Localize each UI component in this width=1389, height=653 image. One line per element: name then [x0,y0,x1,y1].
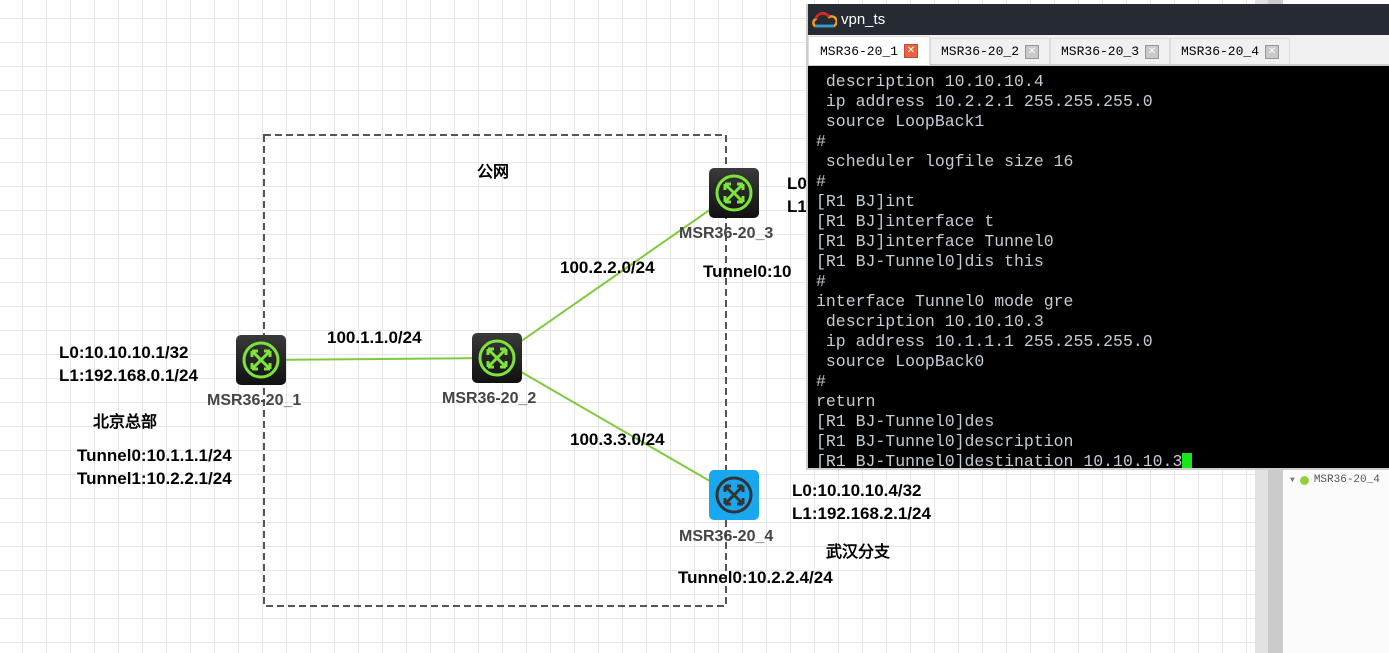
router-msr36-20-2[interactable] [472,333,522,383]
r1-site-label: 北京总部 [93,412,158,431]
terminal-line: description 10.10.10.4 [816,72,1044,91]
terminal-line: # [816,132,826,151]
tab-msr36-20-3[interactable]: MSR36-20_3 ✕ [1050,38,1170,64]
router-msr36-20-4[interactable] [709,470,759,520]
terminal-line: # [816,372,826,391]
terminal-titlebar[interactable]: vpn_ts [808,4,1389,35]
terminal-line: [R1 BJ]interface t [816,212,995,231]
r1-tunnel0: Tunnel0:10.1.1.1/24 [77,446,232,465]
tab-label: MSR36-20_4 [1180,44,1259,59]
r1-loopback1: L1:192.168.0.1/24 [59,366,198,385]
link-r2-r4[interactable] [496,357,735,496]
link-label: 100.2.2.0/24 [560,258,655,277]
tab-label: MSR36-20_2 [940,44,1019,59]
tab-msr36-20-4[interactable]: MSR36-20_4 ✕ [1170,38,1290,64]
cloud-logo-icon [812,11,837,27]
close-icon[interactable]: ✕ [904,44,918,58]
router-icon [478,339,516,377]
terminal-line: [R1 BJ]int [816,192,916,211]
tab-msr36-20-2[interactable]: MSR36-20_2 ✕ [930,38,1050,64]
link-r1-r2[interactable] [260,357,498,361]
r4-site-label: 武汉分支 [826,542,891,561]
terminal-line: [R1 BJ]interface Tunnel0 [816,232,1054,251]
terminal-output[interactable]: description 10.10.10.4 ip address 10.2.2… [816,72,1386,468]
terminal-line: source LoopBack0 [816,352,985,371]
public-network-label: 公网 [477,162,510,181]
tab-label: MSR36-20_1 [819,43,898,59]
terminal-line: source LoopBack1 [816,112,985,131]
tab-msr36-20-1[interactable]: MSR36-20_1 ✕ [808,36,930,65]
terminal-line: ip address 10.1.1.1 255.255.255.0 [816,332,1153,351]
device-label: MSR36-20_3 [679,225,774,242]
terminal-line: [R1 BJ-Tunnel0]dis this [816,252,1044,271]
r4-loopback1: L1:192.168.2.1/24 [792,504,931,523]
device-list-item-label: MSR36-20_4 [1313,474,1380,486]
link-r2-r3[interactable] [496,192,735,359]
terminal-window: vpn_ts MSR36-20_1 ✕ MSR36-20_2 ✕ MSR36-20_… [806,4,1389,470]
router-icon [715,174,753,212]
terminal-line: [R1 BJ-Tunnel0]destination 10.10.10.3 [816,452,1386,468]
r3-loopback0: L0 [787,174,807,193]
device-label: MSR36-20_2 [442,390,537,407]
close-icon[interactable]: ✕ [1265,44,1279,59]
r1-loopback0: L0:10.10.10.1/32 [59,343,189,362]
r3-loopback1: L1 [787,197,807,216]
router-msr36-20-3[interactable] [709,168,759,218]
close-icon[interactable]: ✕ [1025,44,1039,59]
device-label: MSR36-20_1 [207,392,302,409]
router-msr36-20-1[interactable] [236,335,286,385]
terminal-line: return [816,392,876,411]
device-label: MSR36-20_4 [679,528,774,545]
device-list-item[interactable]: ▼ MSR36-20_4 [1290,474,1380,486]
terminal-line: interface Tunnel0 mode gre [816,292,1074,311]
close-icon[interactable]: ✕ [1145,44,1159,59]
window-title: vpn_ts [841,11,886,28]
router-icon [242,341,280,379]
r3-tunnel0: Tunnel0:10 [703,262,792,281]
expand-arrow-icon[interactable]: ▼ [1290,475,1295,485]
link-label: 100.3.3.0/24 [570,430,665,449]
terminal-line: ip address 10.2.2.1 255.255.255.0 [816,92,1153,111]
terminal-line: [R1 BJ-Tunnel0]description [816,432,1074,451]
session-tabs: MSR36-20_1 ✕ MSR36-20_2 ✕ MSR36-20_3 ✕ MSR3… [808,35,1389,66]
terminal-line: description 10.10.10.3 [816,312,1044,331]
tab-label: MSR36-20_3 [1060,44,1139,59]
terminal-line: # [816,172,826,191]
router-icon [715,476,753,514]
r4-tunnel0: Tunnel0:10.2.2.4/24 [678,568,833,587]
terminal-cursor [1182,453,1193,468]
terminal-line: scheduler logfile size 16 [816,152,1074,171]
r4-loopback0: L0:10.10.10.4/32 [792,481,922,500]
status-online-icon [1299,475,1309,485]
link-label: 100.1.1.0/24 [327,328,422,347]
r1-tunnel1: Tunnel1:10.2.2.1/24 [77,469,232,488]
terminal-line: [R1 BJ-Tunnel0]des [816,412,995,431]
terminal-line: # [816,272,826,291]
